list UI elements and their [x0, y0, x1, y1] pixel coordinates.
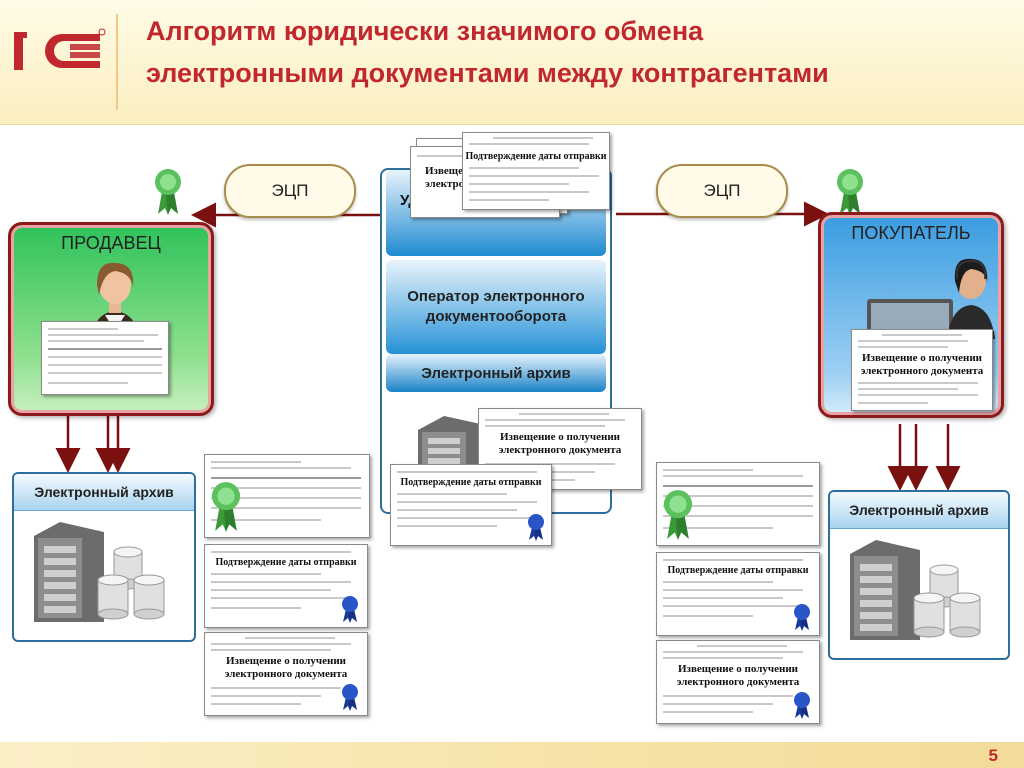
slide-footer	[0, 742, 1024, 768]
buyer-notice-document: Извещение о получении электронного докум…	[851, 329, 993, 411]
buyer-notice-col-2: электронного документа	[676, 676, 800, 688]
blue-seal-icon	[342, 596, 358, 623]
center-archive-confirmation-title: Подтверждение даты отправки	[400, 477, 542, 488]
buyer-signed-invoice-doc	[656, 462, 820, 546]
operator-archive-header: Электронный архив	[386, 354, 606, 392]
signature-left-label: ЭЦП	[271, 181, 309, 200]
blue-seal-icon	[794, 692, 810, 719]
buyer-notice-line-1: Извещение о получении	[862, 352, 982, 364]
buyer-confirmation-title: Подтверждение даты отправки	[667, 565, 809, 576]
buyer-archive-header: Электронный архив	[830, 492, 1008, 529]
center-confirmation-title: Подтверждение даты отправки	[465, 151, 607, 162]
buyer-panel: ПОКУПАТЕЛЬ Извещение о получении электро…	[818, 212, 1004, 418]
blue-seal-icon	[794, 604, 810, 631]
center-confirmation-doc: Подтверждение даты отправки	[462, 132, 610, 210]
seller-notice-doc: Извещение о получении электронного докум…	[204, 632, 368, 716]
green-seal-ribbon-right-icon	[837, 169, 863, 215]
seller-notice-2: электронного документа	[224, 668, 348, 680]
operator-block: Оператор электронного документооборота	[386, 260, 606, 354]
buyer-archive-server-icon	[850, 540, 981, 640]
buyer-confirmation-doc: Подтверждение даты отправки	[656, 552, 820, 636]
buyer-label: ПОКУПАТЕЛЬ	[851, 223, 971, 243]
digital-signature-left: ЭЦП	[224, 164, 356, 218]
title-line-2: электронными документами между контраген…	[146, 58, 829, 88]
center-notice-partial-2: электрон	[425, 178, 471, 190]
seller-confirmation-title: Подтверждение даты отправки	[215, 557, 357, 568]
seller-confirmation-doc: Подтверждение даты отправки	[204, 544, 368, 628]
database-cylinders-icon	[913, 564, 981, 638]
slide-title: Алгоритм юридически значимого обмена эле…	[146, 10, 1006, 94]
seller-archive-header: Электронный архив	[14, 474, 194, 511]
center-notice-partial-1: Извеще	[425, 165, 463, 177]
seller-panel: ПРОДАВЕЦ	[8, 222, 214, 416]
seller-invoice-document	[41, 321, 169, 395]
page-number: 5	[988, 746, 998, 765]
green-seal-icon	[211, 482, 241, 532]
title-line-1: Алгоритм юридически значимого обмена	[146, 16, 704, 46]
blue-seal-icon	[342, 684, 358, 711]
seller-signed-invoice-doc	[204, 454, 370, 538]
operator-label: Оператор электронного документооборота	[407, 287, 584, 327]
seller-notice-1: Извещение о получении	[226, 655, 346, 667]
center-archive-notice-1: Извещение о получении	[500, 431, 620, 443]
green-seal-icon	[663, 490, 693, 540]
header-divider	[116, 14, 118, 110]
buyer-notice-col-1: Извещение о получении	[678, 663, 798, 675]
operator-line-1: Оператор электронного	[407, 288, 585, 305]
seller-archive-server-icon	[34, 522, 165, 622]
signature-right-label: ЭЦП	[703, 181, 741, 200]
buyer-notice-line-2: электронного документа	[860, 365, 984, 377]
seller-archive-panel: Электронный архив	[12, 472, 196, 642]
seller-label: ПРОДАВЕЦ	[61, 233, 161, 253]
buyer-woman-headset-portrait	[867, 258, 995, 339]
digital-signature-right: ЭЦП	[656, 164, 788, 218]
slide-header: Алгоритм юридически значимого обмена эле…	[0, 0, 1024, 125]
center-archive-confirmation-doc: Подтверждение даты отправки	[390, 464, 552, 546]
database-cylinders-icon	[97, 546, 165, 620]
center-archive-notice-2: электронного документа	[498, 444, 622, 456]
buyer-notice-doc: Извещение о получении электронного докум…	[656, 640, 820, 724]
green-seal-ribbon-left-icon	[155, 169, 181, 215]
operator-line-2: документооборота	[425, 308, 567, 325]
blue-seal-icon	[528, 514, 544, 541]
buyer-archive-panel: Электронный архив	[828, 490, 1010, 660]
logo-1c	[14, 28, 106, 70]
